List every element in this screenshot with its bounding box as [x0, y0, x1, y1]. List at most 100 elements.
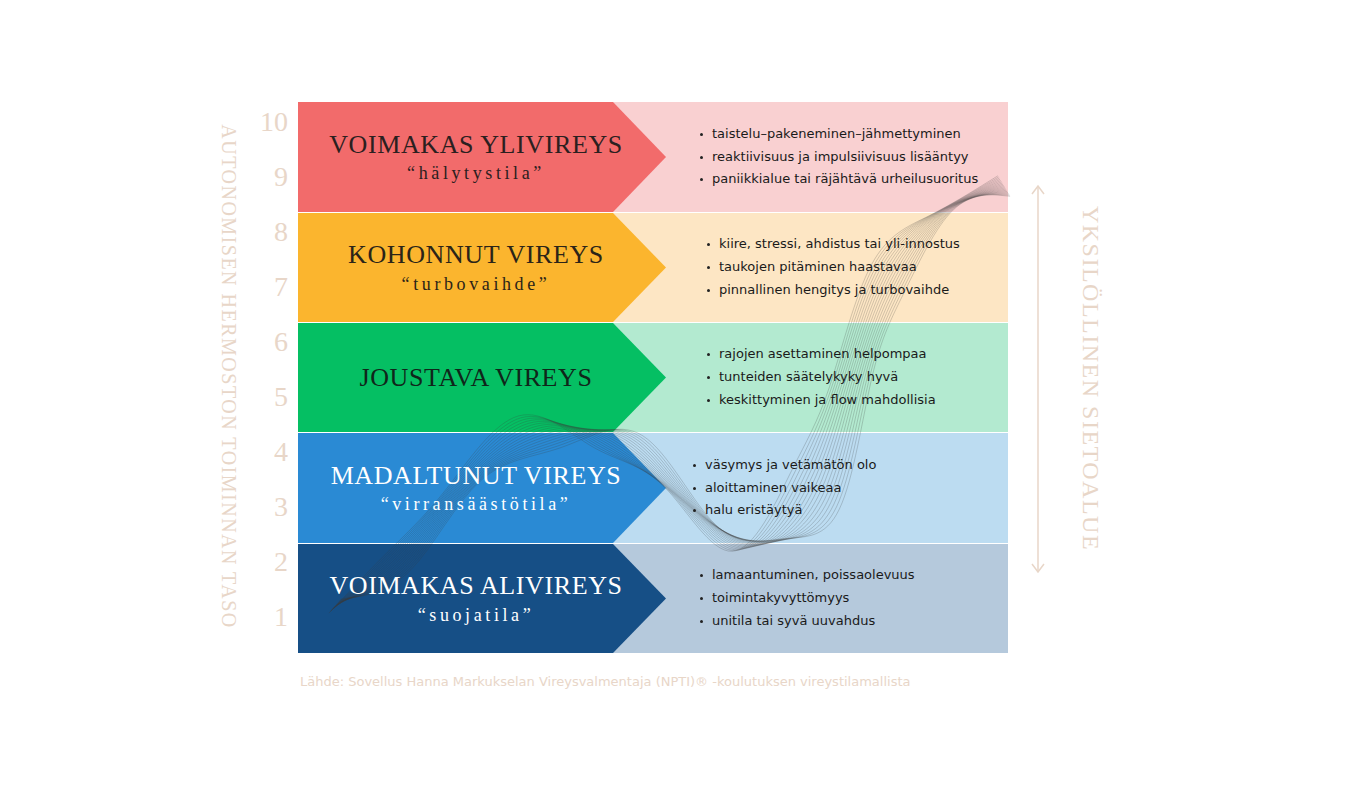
axis-title: AUTONOMISEN HERMOSTON TOIMINNAN TASO — [217, 124, 240, 628]
bullet-row: toimintakyvyttömyys — [700, 589, 915, 608]
scale-number: 9 — [238, 161, 288, 193]
tolerance-title: YKSILÖLLINEN SIETOALUE — [1077, 205, 1104, 550]
arrow-fill — [298, 433, 666, 543]
bullet-text: taistelu–pakeneminen–jähmettyminen — [712, 125, 961, 144]
bullet-text: pinnallinen hengitys ja turbovaihde — [719, 281, 949, 300]
arousal-band: JOUSTAVA VIREYS rajojen asettaminen helpo… — [298, 323, 1008, 432]
scale-number: 5 — [238, 381, 288, 413]
band-subtitle: “hälytystila” — [407, 163, 545, 184]
bullet-row: rajojen asettaminen helpompaa — [707, 345, 936, 364]
bullet-text: aloittaminen vaikeaa — [705, 479, 841, 498]
scale-number: 6 — [238, 326, 288, 358]
scale-number: 3 — [238, 491, 288, 523]
band-title: JOUSTAVA VIREYS — [359, 363, 592, 393]
bullet-row: tunteiden säätelykyky hyvä — [707, 368, 936, 387]
bullet-dot — [707, 289, 710, 292]
bullet-row: taistelu–pakeneminen–jähmettyminen — [700, 125, 978, 144]
bullet-row: lamaantuminen, poissaolevuus — [700, 566, 915, 585]
wave-line — [336, 188, 1005, 605]
bullet-dot — [707, 376, 710, 379]
bullet-text: tunteiden säätelykyky hyvä — [719, 368, 898, 387]
bullet-text: reaktiivisuus ja impulsiivisuus lisäänty… — [712, 148, 969, 167]
title-group: MADALTUNUT VIREYS “virransäästötila” — [298, 433, 654, 543]
bullet-list: lamaantuminen, poissaolevuus toimintakyvy… — [700, 544, 915, 653]
wave-line — [335, 185, 1004, 606]
bullet-list: väsymys ja vetämätön olo aloittaminen vai… — [693, 433, 876, 543]
bullet-list: rajojen asettaminen helpompaa tunteiden s… — [707, 323, 936, 432]
arrow-fill — [298, 544, 666, 653]
wave-line — [330, 178, 999, 611]
bullet-dot — [693, 509, 696, 512]
wave-line — [334, 184, 1003, 607]
band-title: VOIMAKAS ALIVIREYS — [329, 571, 622, 601]
bullet-dot — [707, 266, 710, 269]
wave-line — [330, 177, 999, 612]
bullet-text: väsymys ja vetämätön olo — [705, 456, 876, 475]
source-caption: Lähde: Sovellus Hanna Markukselan Vireys… — [300, 674, 910, 689]
bullet-row: väsymys ja vetämätön olo — [693, 456, 876, 475]
wave-line — [332, 182, 1001, 609]
scale-number: 1 — [238, 601, 288, 633]
wave-line — [338, 190, 1007, 603]
arrow-fill — [298, 102, 666, 212]
bullet-list: taistelu–pakeneminen–jähmettyminen reakti… — [700, 102, 978, 212]
arrow-fill — [298, 213, 666, 322]
band-subtitle: “virransäästötila” — [381, 494, 572, 515]
arousal-band: KOHONNUT VIREYS“turbovaihde”kiire, stres… — [298, 213, 1008, 322]
title-group: JOUSTAVA VIREYS — [298, 323, 654, 432]
bullet-text: halu eristäytyä — [705, 501, 802, 520]
bullet-text: toimintakyvyttömyys — [712, 589, 849, 608]
bullet-row: kiire, stressi, ahdistus tai yli-innostu… — [707, 235, 960, 254]
bullet-dot — [693, 464, 696, 467]
bullet-text: kiire, stressi, ahdistus tai yli-innostu… — [719, 235, 960, 254]
bullet-dot — [693, 487, 696, 490]
scale-number: 7 — [238, 271, 288, 303]
bullet-row: unitila tai syvä uuvahdus — [700, 612, 915, 631]
wave-line — [340, 194, 1009, 601]
bullet-row: halu eristäytyä — [693, 501, 876, 520]
bullet-row: reaktiivisuus ja impulsiivisuus lisäänty… — [700, 148, 978, 167]
wave-line — [337, 189, 1006, 604]
title-group: VOIMAKAS ALIVIREYS“suojatila” — [298, 544, 654, 653]
wave-line — [335, 187, 1004, 606]
wave-line — [339, 193, 1008, 602]
scale-number: 4 — [238, 436, 288, 468]
band-title: VOIMAKAS YLIVIREYS — [329, 130, 623, 160]
bullet-dot — [700, 597, 703, 600]
bullet-row: aloittaminen vaikeaa — [693, 479, 876, 498]
scale-number: 10 — [238, 106, 288, 138]
bullet-text: taukojen pitäminen haastavaa — [719, 258, 917, 277]
bullet-text: paniikkialue tai räjähtävä urheilusuorit… — [712, 170, 978, 189]
arrow-fill — [298, 323, 666, 432]
bullet-text: unitila tai syvä uuvahdus — [712, 612, 875, 631]
wave-line — [333, 183, 1002, 608]
bullet-text: rajojen asettaminen helpompaa — [719, 345, 927, 364]
bullet-dot — [700, 574, 703, 577]
scale-number: 8 — [238, 216, 288, 248]
arousal-band: VOIMAKAS YLIVIREYS “hälytystila” taistelu–… — [298, 102, 1008, 212]
bullet-row: taukojen pitäminen haastavaa — [707, 258, 960, 277]
arousal-band: VOIMAKAS ALIVIREYS“suojatila” lamaantumin… — [298, 544, 1008, 653]
bullet-list: kiire, stressi, ahdistus tai yli-innostu… — [707, 213, 960, 322]
bullet-dot — [700, 156, 703, 159]
band-title: KOHONNUT VIREYS — [348, 240, 604, 270]
arousal-band: MADALTUNUT VIREYS “virransäästötila” väsym… — [298, 433, 1008, 543]
wave-line — [340, 194, 1009, 599]
bullet-row: keskittyminen ja flow mahdollisia — [707, 391, 936, 410]
bullet-dot — [707, 399, 710, 402]
title-group: VOIMAKAS YLIVIREYS “hälytystila” — [298, 102, 654, 212]
bullet-text: lamaantuminen, poissaolevuus — [712, 566, 915, 585]
bullet-dot — [707, 353, 710, 356]
bullet-dot — [700, 620, 703, 623]
bullet-dot — [700, 133, 703, 136]
band-title: MADALTUNUT VIREYS — [331, 461, 622, 491]
bullet-row: paniikkialue tai räjähtävä urheilusuorit… — [700, 170, 978, 189]
wave-line — [338, 191, 1007, 602]
bullet-dot — [707, 243, 710, 246]
scale-number: 2 — [238, 546, 288, 578]
wave-line — [332, 181, 1001, 610]
wave-lines — [329, 176, 1010, 613]
bullet-row: pinnallinen hengitys ja turbovaihde — [707, 281, 960, 300]
bullet-text: keskittyminen ja flow mahdollisia — [719, 391, 936, 410]
